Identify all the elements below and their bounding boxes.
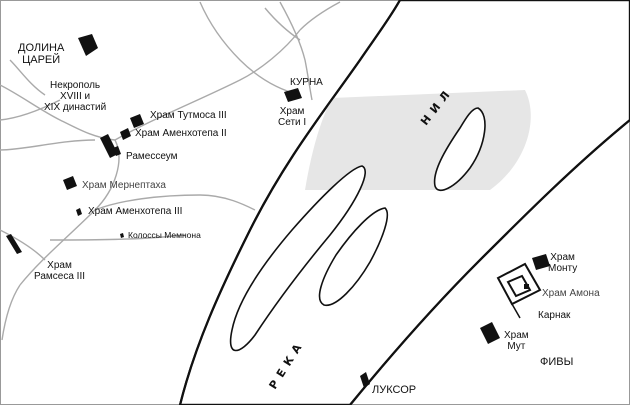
temple-thutmose-marker [130, 114, 144, 128]
amun-enclosure [496, 262, 542, 306]
label-line: Храм [550, 252, 575, 263]
temple-ramses3-marker [6, 234, 22, 254]
label-temple-mut: Храм Мут [504, 330, 529, 352]
road [264, 7, 301, 41]
temple-seti-marker [284, 88, 302, 102]
label-temple-amenhotep2: Храм Аменхотепа II [135, 128, 227, 139]
label-line: ЦАРЕЙ [22, 54, 61, 66]
label-line: Храм [504, 330, 529, 341]
label-line: Храм [279, 106, 305, 117]
road [1, 284, 21, 341]
road [0, 99, 61, 121]
label-line: Рамсеса III [34, 271, 86, 282]
road [94, 194, 256, 211]
road [0, 229, 46, 261]
road [19, 139, 120, 286]
ramesseum-marker-2 [113, 146, 121, 156]
label-thebes: ФИВЫ [540, 356, 574, 368]
label-line: XVIII и [60, 91, 91, 102]
road [299, 1, 341, 31]
label-colossi: Колоссы Мемнона [128, 230, 201, 240]
label-valley-of-kings: ДОЛИНА ЦАРЕЙ [18, 42, 64, 66]
label-line: Монту [548, 263, 578, 274]
label-temple-ramses3: Храм Рамсеса III [34, 260, 85, 282]
label-luxor: ЛУКСОР [372, 384, 417, 396]
temple-amenhotep3-marker [76, 208, 82, 216]
temple-montu-marker [532, 254, 550, 270]
label-temple-seti: Храм Сети I [278, 106, 306, 128]
valley-of-kings-marker [78, 34, 98, 56]
roads [0, 1, 341, 341]
buildings [6, 34, 550, 388]
label-temple-amenhotep3: Храм Аменхотепа III [88, 206, 183, 217]
temple-amenhotep2-marker [120, 128, 131, 140]
luxor-marker [360, 372, 370, 388]
temple-mut-marker [480, 322, 500, 344]
label-necropolis: Некрополь XVIII и XIX династий [44, 80, 106, 113]
road [9, 59, 46, 96]
road [0, 139, 96, 151]
label-temple-montu: Храм Монту [548, 252, 577, 274]
ramesseum-marker [100, 134, 118, 158]
flood-zone [305, 90, 531, 190]
label-temple-thutmose: Храм Тутмоса III [150, 110, 227, 121]
road [199, 1, 301, 96]
label-line: Мут [507, 341, 526, 352]
label-line: Некрополь [50, 80, 101, 91]
road [114, 29, 301, 141]
temple-amun-complex [496, 262, 542, 306]
label-line: Храм [47, 260, 72, 271]
road [49, 234, 186, 241]
label-karnak: Карнак [538, 310, 571, 321]
label-temple-merneptah: Храм Мернептаха [82, 180, 166, 191]
amun-inner [506, 274, 532, 298]
label-temple-amun: Храм Амона [542, 288, 600, 299]
island [318, 207, 389, 306]
nile-bank [178, 0, 630, 405]
island [229, 165, 366, 352]
temple-merneptah-marker [63, 176, 77, 190]
colossi-marker [120, 233, 124, 238]
island [433, 107, 486, 192]
label-ramesseum: Рамессеум [126, 151, 178, 162]
label-line: XIX династий [44, 102, 107, 113]
amun-avenue [511, 303, 521, 319]
amun-sanctuary [524, 284, 529, 289]
label-line: Сети I [278, 117, 307, 128]
label-kurna: КУРНА [290, 77, 323, 88]
road [279, 1, 313, 101]
label-line: ДОЛИНА [18, 42, 65, 54]
road [0, 84, 116, 141]
